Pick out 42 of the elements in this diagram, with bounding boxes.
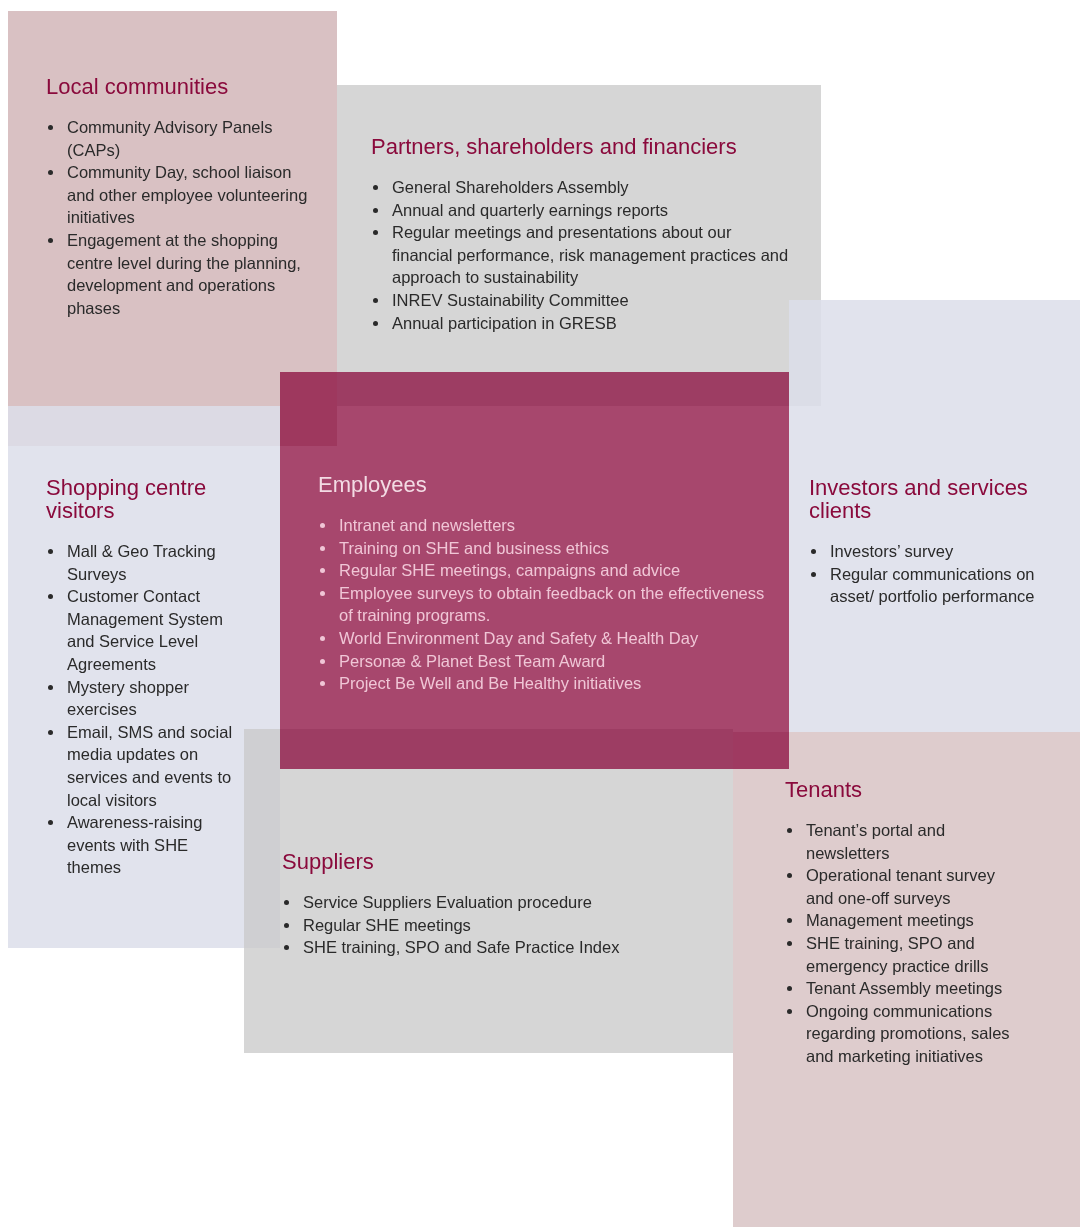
panel-heading: Shopping centre visitors	[46, 476, 208, 522]
bullet-item: Training on SHE and business ethics	[318, 536, 773, 560]
panel-heading: Partners, shareholders and financiers	[371, 135, 738, 158]
bullet-item: INREV Sustainability Committee	[371, 288, 791, 312]
bullet-item: Annual participation in GRESB	[371, 311, 791, 335]
bullet-item: Investors’ survey	[809, 540, 1069, 563]
bullet-item: Community Day, school liaison and other employee volunteering initiatives	[46, 161, 321, 229]
bullet-item: Regular SHE meetings	[282, 913, 702, 937]
bullet-item: SHE training, SPO and Safe Practice Index	[282, 936, 702, 959]
bullet-item: Annual and quarterly earnings reports	[371, 198, 791, 222]
panel-heading: Local communities	[46, 75, 230, 98]
bullet-item: Mall & Geo Tracking Surveys	[46, 540, 238, 586]
stakeholder-panel	[733, 732, 1080, 1227]
bullet-item: Regular meetings and presentations about our financial performance, risk management practices and approach to sustainability	[371, 221, 791, 289]
stakeholder-panel	[280, 372, 789, 769]
bullet-item: General Shareholders Assembly	[371, 176, 791, 199]
bullet-item: Tenant’s portal and newsletters	[785, 819, 1025, 865]
bullet-item: Mystery shopper exercises	[46, 675, 238, 721]
bullet-item: Regular SHE meetings, campaigns and advice	[318, 559, 773, 582]
bullet-item: Email, SMS and social media updates on services and events to local visitors	[46, 720, 238, 812]
bullet-item: Tenant Assembly meetings	[785, 977, 1025, 1000]
bullet-item: Community Advisory Panels (CAPs)	[46, 116, 321, 162]
stakeholder-panel	[8, 406, 280, 948]
bullet-item: Intranet and newsletters	[318, 514, 773, 537]
bullet-item: Personæ & Planet Best Team Award	[318, 649, 773, 673]
bullet-item: Customer Contact Management System and Service Level Agreements	[46, 585, 238, 676]
bullet-item: Operational tenant survey and one-off surveys	[785, 864, 1025, 910]
bullet-item: Service Suppliers Evaluation procedure	[282, 891, 702, 914]
panel-heading: Investors and services clients	[809, 476, 1029, 522]
bullet-item: SHE training, SPO and emergency practice drills	[785, 931, 1025, 978]
bullet-item: Management meetings	[785, 909, 1025, 932]
bullet-item: Project Be Well and Be Healthy initiatives	[318, 672, 773, 695]
bullet-item: Engagement at the shopping centre level during the planning, development and operations phases	[46, 228, 321, 320]
bullet-item: Ongoing communications regarding promotions, sales and marketing initiatives	[785, 999, 1025, 1068]
bullet-item: Awareness-raising events with SHE themes	[46, 811, 238, 879]
panel-heading: Employees	[318, 473, 428, 496]
panel-heading: Suppliers	[282, 850, 375, 873]
stakeholder-panel	[789, 300, 1080, 732]
panel-heading: Tenants	[785, 778, 864, 801]
bullet-item: Regular communications on asset/ portfolio performance	[809, 562, 1069, 608]
bullet-item: World Environment Day and Safety & Health Day	[318, 626, 773, 650]
bullet-item: Employee surveys to obtain feedback on the effectiveness of training programs.	[318, 581, 773, 627]
